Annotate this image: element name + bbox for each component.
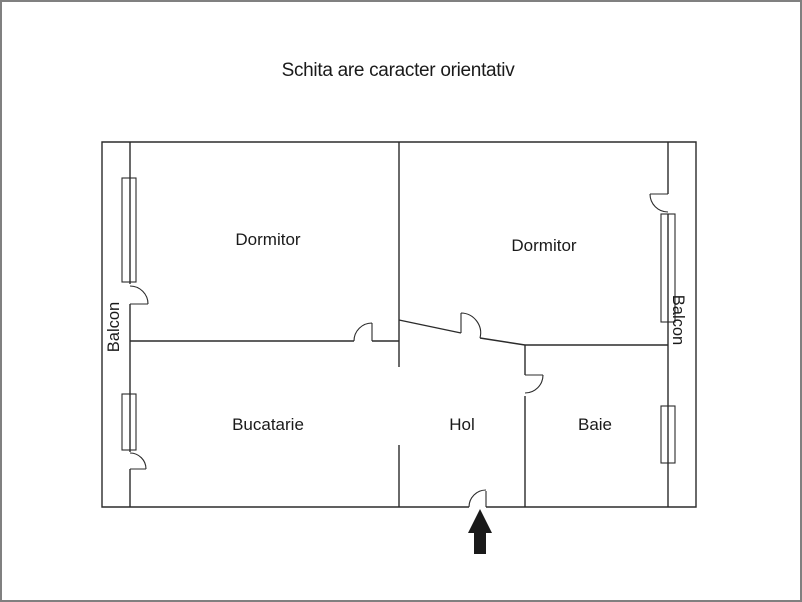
page-title: Schita are caracter orientativ bbox=[282, 60, 516, 81]
room-label-balcon-right: Balcon bbox=[669, 295, 687, 345]
hall-bath-door bbox=[524, 374, 544, 394]
room-label-dormitor-left: Dormitor bbox=[235, 230, 301, 249]
room-label-balcon-left: Balcon bbox=[105, 302, 123, 352]
room-label-bucatarie: Bucatarie bbox=[232, 415, 304, 434]
right-window-bath bbox=[660, 405, 676, 464]
room-label-baie: Baie bbox=[578, 415, 612, 434]
bedroom-kitchen-door bbox=[353, 322, 373, 342]
left-window-bedroom bbox=[121, 177, 137, 283]
left-balcony-door-bottom bbox=[129, 452, 147, 470]
room-label-hol: Hol bbox=[449, 415, 475, 434]
room-label-dormitor-right: Dormitor bbox=[511, 236, 577, 255]
left-balcony-door-top bbox=[129, 285, 149, 305]
right-window-bedroom bbox=[660, 213, 676, 323]
hall-slanted-wall bbox=[398, 319, 526, 346]
left-window-kitchen bbox=[121, 393, 137, 451]
entrance-arrow-up-icon bbox=[468, 509, 492, 554]
entrance-door bbox=[468, 489, 487, 508]
hall-bedroom-door bbox=[460, 312, 482, 339]
walls-group bbox=[101, 141, 697, 508]
right-balcony-door bbox=[649, 193, 669, 213]
